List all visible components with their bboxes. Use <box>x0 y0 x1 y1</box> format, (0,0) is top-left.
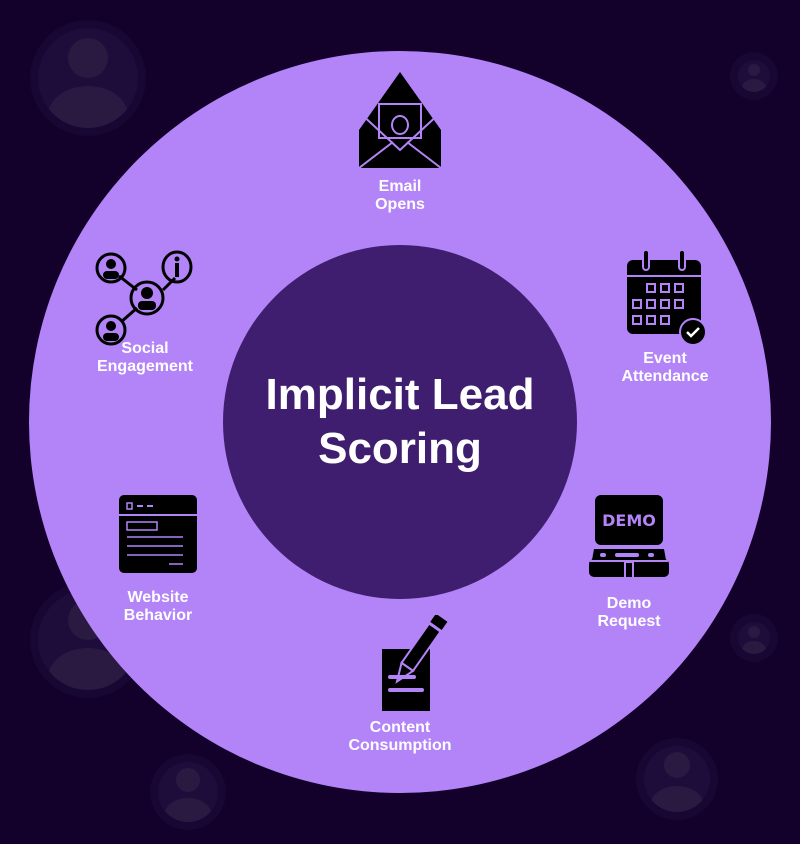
demo-laptop-icon: DEMO <box>589 495 669 577</box>
envelope-icon <box>358 72 442 168</box>
background-avatar-decoration <box>158 762 218 822</box>
diagram-title: Implicit Lead Scoring <box>266 368 535 476</box>
center-circle: Implicit Lead Scoring <box>223 245 577 599</box>
social-network-icon <box>95 250 193 346</box>
background-avatar-decoration <box>738 622 770 654</box>
background-avatar-decoration <box>738 60 770 92</box>
calendar-check-icon <box>627 250 707 346</box>
pencil-document-icon <box>382 615 448 711</box>
background-avatar-decoration <box>644 746 710 812</box>
title-line-2: Scoring <box>318 424 482 473</box>
svg-text:DEMO: DEMO <box>602 511 656 530</box>
webpage-icon <box>119 495 197 573</box>
background-avatar-decoration <box>38 28 138 128</box>
title-line-1: Implicit Lead <box>265 370 535 419</box>
